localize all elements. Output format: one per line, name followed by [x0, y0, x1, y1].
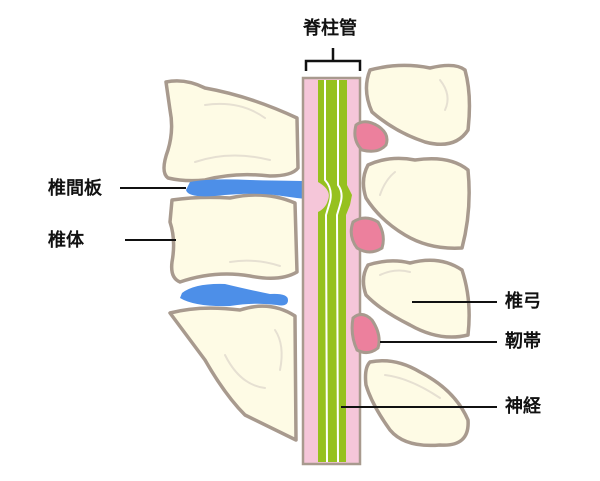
label-vertebral-body: 椎体	[48, 230, 84, 251]
vertebral-arch-2	[361, 156, 471, 250]
vertebral-body-middle	[168, 193, 299, 284]
intervertebral-disc-bottom	[180, 283, 288, 307]
ligament-2	[349, 216, 385, 254]
ligament-3	[350, 313, 381, 355]
bone-crease	[274, 329, 283, 371]
bone-crease	[439, 79, 449, 111]
intervertebral-disc-top	[186, 179, 330, 200]
vertebral-arch-3	[361, 258, 471, 339]
label-nerve: 神経	[505, 396, 541, 417]
bone-crease	[229, 259, 281, 267]
vertebral-body-bottom	[168, 304, 298, 442]
bone-crease	[379, 269, 411, 276]
bone-crease	[384, 374, 441, 399]
nerve-line	[324, 80, 332, 463]
label-spinal-canal: 脊柱管	[303, 18, 357, 39]
ligament-1	[353, 120, 389, 153]
label-ligament: 靭帯	[505, 331, 541, 352]
label-intervertebral-disc: 椎間板	[48, 178, 102, 199]
vertebral-arch-4	[363, 359, 470, 448]
bone-crease	[204, 102, 266, 119]
vertebral-body-top	[162, 79, 300, 183]
label-vertebral-arch: 椎弓	[505, 291, 541, 312]
bone-crease	[194, 154, 271, 163]
bone-crease	[224, 354, 266, 389]
nerve-line	[335, 80, 343, 463]
bone-crease	[379, 171, 396, 196]
canal-bracket	[304, 48, 362, 71]
